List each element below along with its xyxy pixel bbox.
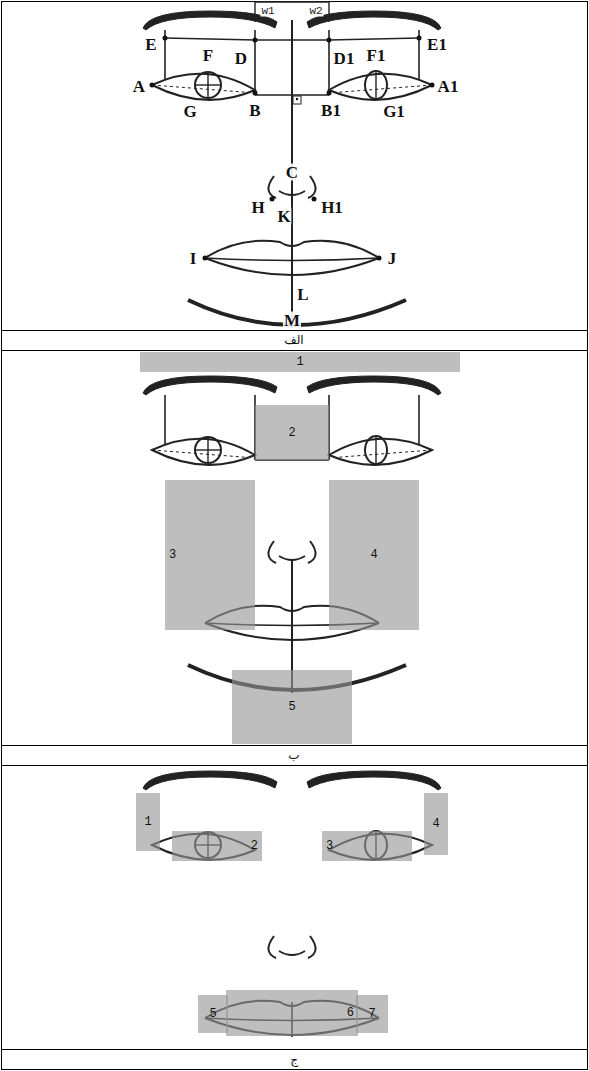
- point-label: L: [296, 286, 309, 303]
- point-label: E: [144, 36, 157, 53]
- point-label: K: [276, 208, 291, 225]
- callout-number: 1: [296, 356, 303, 368]
- callout-number: 7: [368, 1008, 375, 1020]
- width-label: w2: [308, 6, 323, 17]
- point-label: F1: [366, 47, 387, 64]
- region-box: 4: [424, 793, 448, 855]
- point-label: G1: [382, 103, 406, 120]
- width-label: w1: [260, 6, 275, 17]
- region-box: 3: [165, 480, 255, 630]
- callout-number: 4: [370, 549, 377, 561]
- panel-caption: ب: [287, 749, 300, 761]
- callout-number: 3: [326, 840, 333, 852]
- point-label: B: [248, 102, 261, 119]
- region-box: 6: [226, 990, 358, 1036]
- point-label: G: [182, 103, 197, 120]
- region-box: 3: [322, 831, 412, 861]
- region-box: 5: [232, 670, 352, 744]
- point-label: H: [250, 199, 265, 216]
- callout-number: 2: [288, 427, 295, 439]
- point-label: H1: [320, 199, 344, 216]
- region-box: 1: [140, 352, 460, 372]
- point-label: J: [387, 250, 398, 267]
- region-box: 5: [198, 995, 228, 1033]
- region-box: 2: [255, 405, 329, 460]
- callout-number: 6: [347, 1007, 354, 1019]
- callout-number: 2: [251, 840, 258, 852]
- point-label: B1: [320, 102, 342, 119]
- callout-number: 5: [288, 701, 295, 713]
- panel-caption: ج: [289, 1054, 299, 1066]
- point-label: C: [285, 164, 299, 181]
- callout-number: 4: [432, 818, 439, 830]
- panel-caption: الف: [283, 334, 304, 346]
- point-label: F: [202, 47, 214, 64]
- callout-number: 5: [209, 1008, 216, 1020]
- point-label: E1: [426, 36, 448, 53]
- point-label: M: [283, 312, 301, 329]
- callout-number: 3: [169, 549, 176, 561]
- region-box: 4: [329, 480, 419, 630]
- callout-number: 1: [144, 816, 151, 828]
- point-label: D: [234, 50, 248, 67]
- region-box: 7: [356, 995, 388, 1033]
- point-label: D1: [333, 50, 356, 67]
- point-label: A1: [437, 78, 460, 95]
- point-label: I: [189, 250, 198, 267]
- point-label: A: [132, 78, 146, 95]
- region-box: 2: [172, 831, 262, 861]
- region-box: 1: [136, 793, 160, 851]
